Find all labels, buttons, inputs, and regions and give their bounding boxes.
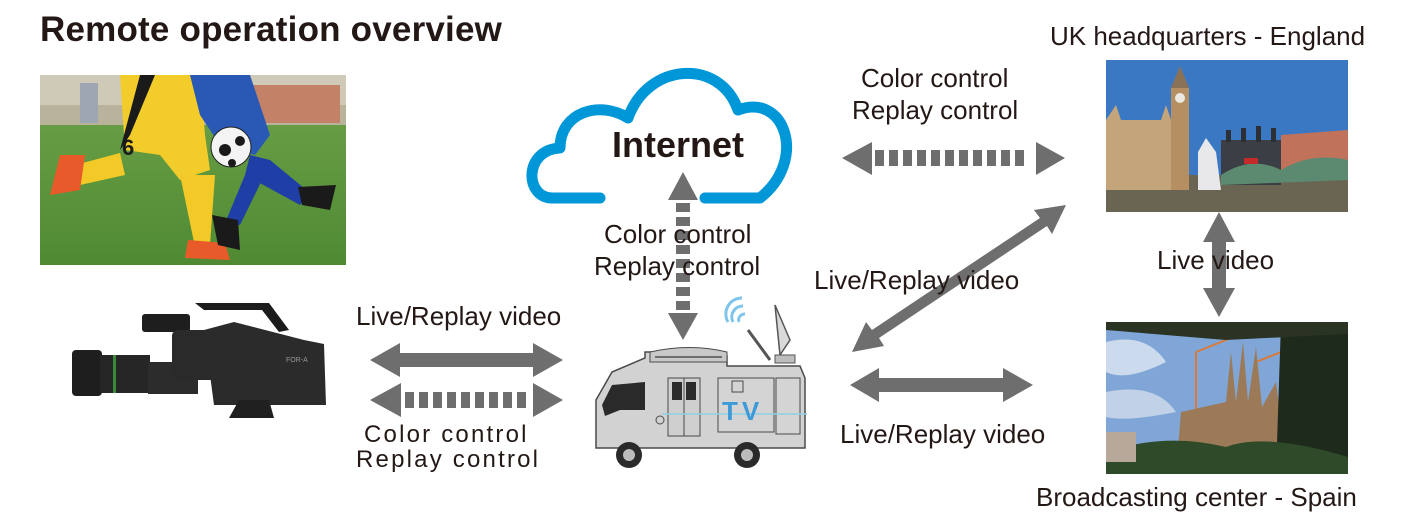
dash-segment [973,150,982,166]
dash-segment [517,392,526,408]
dash-segment [433,392,442,408]
camera-brand: FOR-A [286,357,308,364]
broadcast-camera-icon: FOR-A [64,300,334,420]
arrow-van-internet-control [668,172,698,340]
arrow-van-spain-video [850,368,1033,402]
sagrada-familia-photo [1106,322,1348,474]
dash-segment [875,150,884,166]
dash-segment [917,150,926,166]
label-camera-van-control-2: Replay control [356,446,541,473]
arrow-camera-van-control [370,383,563,417]
label-camera-van-video: Live/Replay video [356,301,562,331]
arrow-van-uk-video [852,205,1066,352]
dash-segment [959,150,968,166]
tv-broadcast-van-icon: TV [595,296,807,468]
dash-segment [676,231,690,240]
label-internet-uk-control-2: Replay control [852,95,1019,125]
dash-segment [419,392,428,408]
label-internet-uk-control-1: Color control [861,63,1009,93]
spain-center-label: Broadcasting center - Spain [1036,482,1357,512]
arrow-internet-uk-control [842,142,1065,175]
dash-segment [503,392,512,408]
jersey-number: 6 [122,135,134,160]
soccer-match-photo: 6 [40,75,346,265]
dash-segment [676,245,690,254]
dash-segment [676,301,690,310]
label-van-internet-control-1: Color control [604,219,752,249]
tv-badge: TV [722,396,763,426]
dash-segment [676,287,690,296]
dash-segment [1015,150,1024,166]
dash-segment [461,392,470,408]
dash-segment [676,217,690,226]
dash-segment [489,392,498,408]
dash-segment [889,150,898,166]
london-westminster-photo [1106,60,1348,212]
dash-segment [987,150,996,166]
diagram-title: Remote operation overview [40,10,503,49]
label-camera-van-control-1: Color control [364,421,529,448]
label-van-spain-video: Live/Replay video [840,419,1046,449]
uk-hq-label: UK headquarters - England [1050,21,1366,51]
dash-segment [945,150,954,166]
dash-segment [447,392,456,408]
dash-segment [475,392,484,408]
cloud-icon [526,68,792,204]
dash-segment [931,150,940,166]
dash-segment [676,273,690,282]
label-uk-spain-video: Live video [1157,245,1275,275]
dash-segment [1001,150,1010,166]
arrow-camera-van-video [370,343,563,377]
dash-segment [676,259,690,268]
arrow-uk-spain-video [1203,212,1235,317]
dash-segment [903,150,912,166]
internet-label: Internet [612,124,745,165]
dash-segment [405,392,414,408]
dash-segment [676,203,690,212]
label-van-uk-video: Live/Replay video [814,265,1020,295]
label-van-internet-control-2: Replay control [594,251,761,281]
